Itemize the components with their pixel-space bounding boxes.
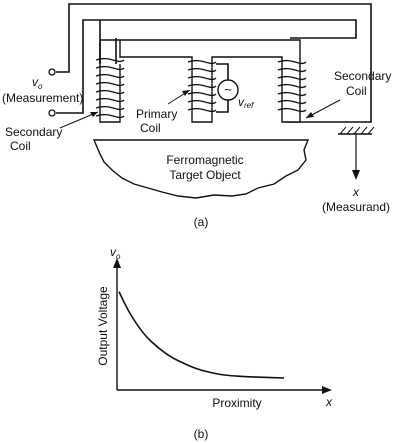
outer-lead-wire	[56, 3, 372, 123]
left-secondary-coil	[95, 57, 125, 119]
primary-coil-label-line1: Primary	[136, 107, 177, 121]
x-axis-label: Proximity	[212, 396, 261, 410]
x-axis-symbol: x	[325, 395, 333, 409]
y-axis-label: Output Voltage	[96, 286, 110, 366]
target-object-shape	[92, 139, 310, 199]
y-axis-symbol: vo	[110, 245, 121, 261]
right-secondary-coil	[277, 59, 307, 113]
measurand-indicator: x (Measurand)	[322, 126, 390, 214]
output-terminal-top	[48, 68, 56, 76]
sensor-diagram: ~ vref vo (Measurement) Secondary Coil P…	[2, 3, 391, 229]
coil-labels: Secondary Coil Primary Coil Secondary Co…	[5, 69, 391, 153]
response-chart: vo x Output Voltage Proximity (b)	[96, 245, 333, 441]
output-terminal-bottom	[48, 109, 56, 117]
ref-voltage-symbol: vref	[238, 95, 254, 110]
left-coil-label-line2: Coil	[10, 139, 31, 153]
y-axis-arrowhead	[113, 258, 121, 268]
target-label-line1: Ferromagnetic	[166, 153, 243, 167]
measurand-arrowhead	[352, 170, 360, 180]
output-desc-label: (Measurement)	[2, 91, 83, 105]
left-coil-label-line1: Secondary	[5, 125, 62, 139]
right-coil-label-line2: Coil	[346, 84, 367, 98]
primary-coil-label-line2: Coil	[140, 121, 161, 135]
e-core	[99, 39, 301, 123]
target-object: Ferromagnetic Target Object	[92, 139, 310, 199]
output-voltage-curve	[118, 291, 285, 379]
caption-a: (a)	[194, 215, 209, 229]
reference-source: ~ vref	[216, 63, 254, 113]
right-coil-label-line1: Secondary	[334, 69, 391, 83]
ac-source-glyph: ~	[224, 82, 232, 97]
measurand-symbol: x	[352, 185, 360, 199]
caption-b: (b)	[194, 427, 209, 441]
output-terminals: vo (Measurement)	[2, 68, 83, 117]
target-label-line2: Target Object	[169, 168, 241, 182]
inner-lead-wire	[56, 19, 357, 114]
measurand-desc-label: (Measurand)	[322, 200, 390, 214]
output-voltage-symbol: vo	[32, 75, 43, 91]
ac-source-icon	[217, 79, 239, 101]
x-axis-arrowhead	[322, 386, 332, 394]
primary-coil	[187, 59, 217, 113]
hatch-marks	[339, 126, 375, 135]
